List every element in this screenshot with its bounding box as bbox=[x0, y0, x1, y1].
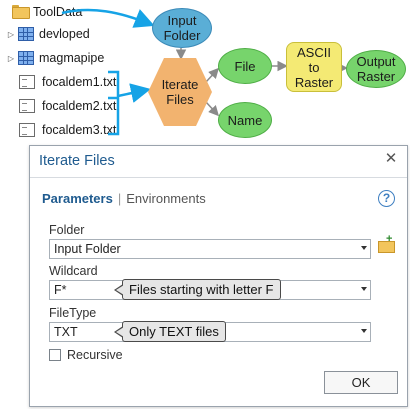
recursive-option[interactable]: Recursive bbox=[49, 348, 123, 362]
dialog-title: Iterate Files bbox=[39, 153, 115, 169]
ok-button[interactable]: OK bbox=[324, 371, 398, 394]
callout-text: Only TEXT files bbox=[129, 324, 219, 339]
ascii-to-raster-node: ASCII to Raster bbox=[286, 42, 342, 92]
iterate-files-node: Iterate Files bbox=[148, 58, 212, 126]
raster-grid-icon bbox=[18, 27, 34, 41]
tree-item-label: devloped bbox=[39, 27, 90, 41]
expand-arrow-icon[interactable]: ▷ bbox=[7, 29, 15, 39]
browse-folder-icon[interactable] bbox=[378, 233, 395, 253]
folder-dropdown[interactable]: Input Folder bbox=[49, 239, 371, 259]
callout-text: Files starting with letter F bbox=[129, 282, 274, 297]
close-icon[interactable]: ✕ bbox=[384, 150, 398, 167]
tree-item-label: focaldem2.txt bbox=[42, 99, 117, 113]
file-node: File bbox=[218, 48, 272, 84]
help-icon[interactable]: ? bbox=[378, 190, 395, 207]
node-label: ASCII to Raster bbox=[294, 44, 334, 90]
tree-item-magmapipe[interactable]: ▷ magmapipe bbox=[6, 48, 104, 68]
tree-item-focaldem3[interactable]: focaldem3.txt bbox=[16, 120, 116, 140]
tree-item-focaldem2[interactable]: focaldem2.txt bbox=[16, 96, 116, 116]
text-file-icon bbox=[19, 123, 35, 137]
wildcard-label: Wildcard bbox=[49, 264, 98, 278]
tab-parameters[interactable]: Parameters bbox=[42, 191, 113, 206]
chevron-down-icon bbox=[361, 287, 367, 291]
input-folder-node: Input Folder bbox=[152, 8, 212, 48]
recursive-label: Recursive bbox=[67, 348, 123, 362]
tree-item-focaldem1[interactable]: focaldem1.txt bbox=[16, 72, 116, 92]
node-label: Iterate Files bbox=[161, 77, 199, 107]
folder-icon bbox=[12, 5, 30, 19]
connector-files-iterate bbox=[117, 83, 151, 103]
text-file-icon bbox=[19, 99, 35, 113]
wildcard-callout: Files starting with letter F bbox=[114, 279, 281, 300]
name-node: Name bbox=[218, 102, 272, 138]
tree-item-label: ToolData bbox=[33, 5, 83, 19]
tree-item-label: focaldem3.txt bbox=[42, 123, 117, 137]
tree-item-label: focaldem1.txt bbox=[42, 75, 117, 89]
connector-iterate-file bbox=[205, 67, 220, 83]
folder-label: Folder bbox=[49, 223, 85, 237]
tree-item-tooldata[interactable]: ToolData bbox=[0, 2, 82, 22]
node-label: Input Folder bbox=[163, 13, 201, 43]
tab-environments[interactable]: Environments bbox=[126, 191, 206, 206]
chevron-down-icon bbox=[361, 329, 367, 333]
output-raster-node: Output Raster bbox=[346, 50, 406, 88]
expand-arrow-icon[interactable]: ▷ bbox=[7, 53, 15, 63]
filetype-label: FileType bbox=[49, 306, 97, 320]
raster-grid-icon bbox=[18, 51, 34, 65]
text-file-icon bbox=[19, 75, 35, 89]
wildcard-value: F* bbox=[54, 283, 67, 297]
chevron-down-icon bbox=[361, 246, 367, 250]
node-label: File bbox=[234, 58, 256, 74]
folder-value: Input Folder bbox=[54, 242, 121, 256]
dialog-tabs: Parameters | Environments bbox=[42, 191, 206, 206]
hexagon-shape bbox=[148, 58, 212, 126]
tree-item-devloped[interactable]: ▷ devloped bbox=[6, 24, 90, 44]
catalog-tree: ToolData ▷ devloped ▷ magmapipe focaldem… bbox=[0, 0, 120, 145]
connector-iterate-name bbox=[205, 101, 220, 117]
tab-divider: | bbox=[117, 191, 122, 206]
recursive-checkbox[interactable] bbox=[49, 349, 61, 361]
filetype-callout: Only TEXT files bbox=[114, 321, 226, 342]
node-label: Output Raster bbox=[356, 54, 396, 84]
tree-item-label: magmapipe bbox=[39, 51, 105, 65]
title-divider bbox=[30, 177, 407, 178]
filetype-value: TXT bbox=[54, 325, 78, 339]
iterate-files-dialog: Iterate Files ✕ Parameters | Environment… bbox=[29, 145, 408, 407]
node-label: Name bbox=[227, 112, 263, 128]
